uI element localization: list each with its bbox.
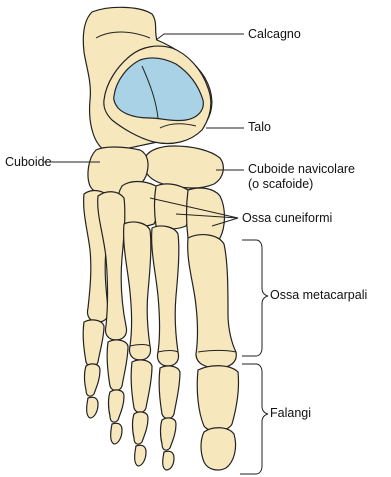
middle-phalanx-4	[109, 390, 125, 422]
metatarsal-3	[124, 222, 151, 360]
middle-phalanx-5	[85, 364, 101, 396]
middle-phalanx-2	[161, 418, 177, 450]
proximal-phalanx-1	[197, 366, 238, 431]
label-falangi: Falangi	[270, 406, 311, 421]
proximal-phalanx-2	[159, 366, 180, 419]
label-navicolare-line2: (o scafoide)	[248, 177, 313, 192]
distal-phalanx-3	[135, 445, 146, 466]
calcagno-leader	[156, 34, 244, 40]
label-talo: Talo	[248, 120, 271, 135]
proximal-phalanx-3	[131, 360, 152, 413]
label-calcagno: Calcagno	[248, 27, 301, 42]
proximal-phalanx-4	[107, 340, 128, 391]
label-metacarpali: Ossa metacarpali	[270, 288, 367, 303]
falangi-bracket	[240, 364, 268, 474]
distal-phalanx-1	[201, 428, 236, 470]
distal-phalanx-4	[111, 423, 122, 444]
metatarsal-2	[152, 226, 179, 366]
label-cuneiformi: Ossa cuneiformi	[242, 211, 332, 226]
proximal-phalanx-5	[83, 320, 104, 367]
label-cuboide: Cuboide	[5, 155, 52, 170]
middle-phalanx-3	[133, 412, 149, 444]
metacarpali-bracket	[242, 240, 268, 356]
navicular-bone	[144, 146, 224, 188]
label-navicolare-line1: Cuboide navicolare	[248, 162, 355, 177]
distal-phalanx-2	[163, 451, 174, 470]
distal-phalanx-5	[87, 397, 98, 418]
metatarsal-1	[188, 235, 237, 368]
